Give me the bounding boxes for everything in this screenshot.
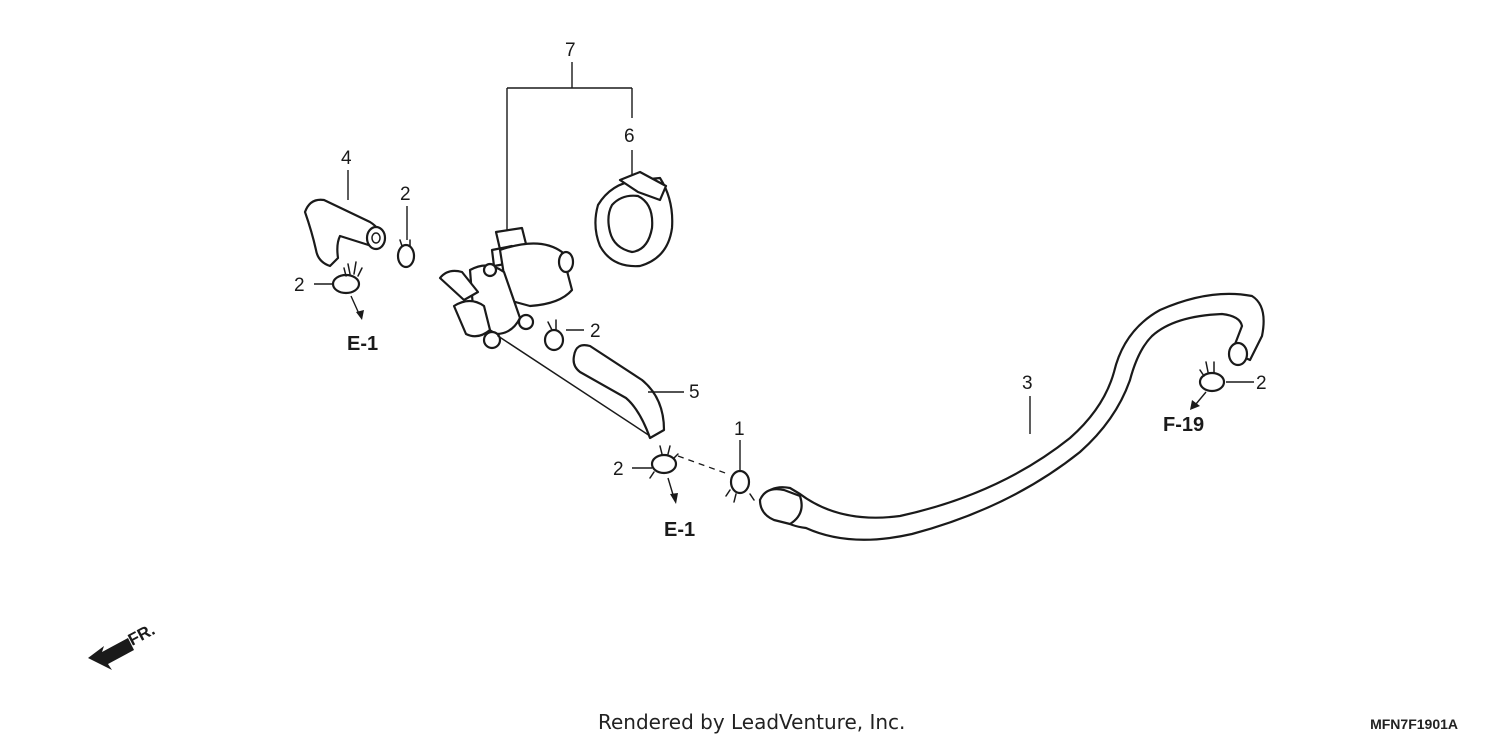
diagram-code: MFN7F1901A — [1370, 716, 1458, 732]
front-direction-arrow-icon — [88, 638, 134, 670]
ref-e1-left: E-1 — [347, 333, 378, 355]
part-4-hose — [303, 170, 387, 268]
render-credit: Rendered by LeadVenture, Inc. — [598, 710, 906, 734]
part-6-clamp-band — [594, 150, 674, 268]
ref-e1-bottom: E-1 — [664, 519, 695, 541]
part-2-clip-a — [396, 206, 416, 269]
callout-2b: 2 — [294, 275, 305, 296]
part-2-clip-b — [314, 261, 363, 295]
part-5-hose — [572, 344, 684, 440]
part-3-long-hose — [758, 292, 1265, 541]
ref-f19: F-19 — [1163, 414, 1204, 436]
part-2-clip-d — [632, 445, 729, 479]
arrow-to-f19 — [1190, 391, 1207, 410]
assembly-bracket-7 — [506, 62, 633, 232]
part-2-clip-e — [1198, 361, 1254, 393]
solenoid-valve-assembly — [438, 226, 651, 437]
part-1-clip — [725, 440, 755, 503]
callout-1: 1 — [734, 419, 745, 440]
callout-7: 7 — [565, 40, 576, 61]
arrow-to-e1-left — [350, 295, 364, 320]
callout-3: 3 — [1022, 373, 1033, 394]
callout-6: 6 — [624, 126, 635, 147]
callout-2c: 2 — [590, 321, 601, 342]
callout-2e: 2 — [1256, 373, 1267, 394]
callout-5: 5 — [689, 382, 700, 403]
arrow-to-e1-bottom — [667, 477, 678, 504]
callout-2d: 2 — [613, 459, 624, 480]
callout-2a: 2 — [400, 184, 411, 205]
part-2-clip-c — [543, 319, 584, 352]
callout-4: 4 — [341, 148, 352, 169]
